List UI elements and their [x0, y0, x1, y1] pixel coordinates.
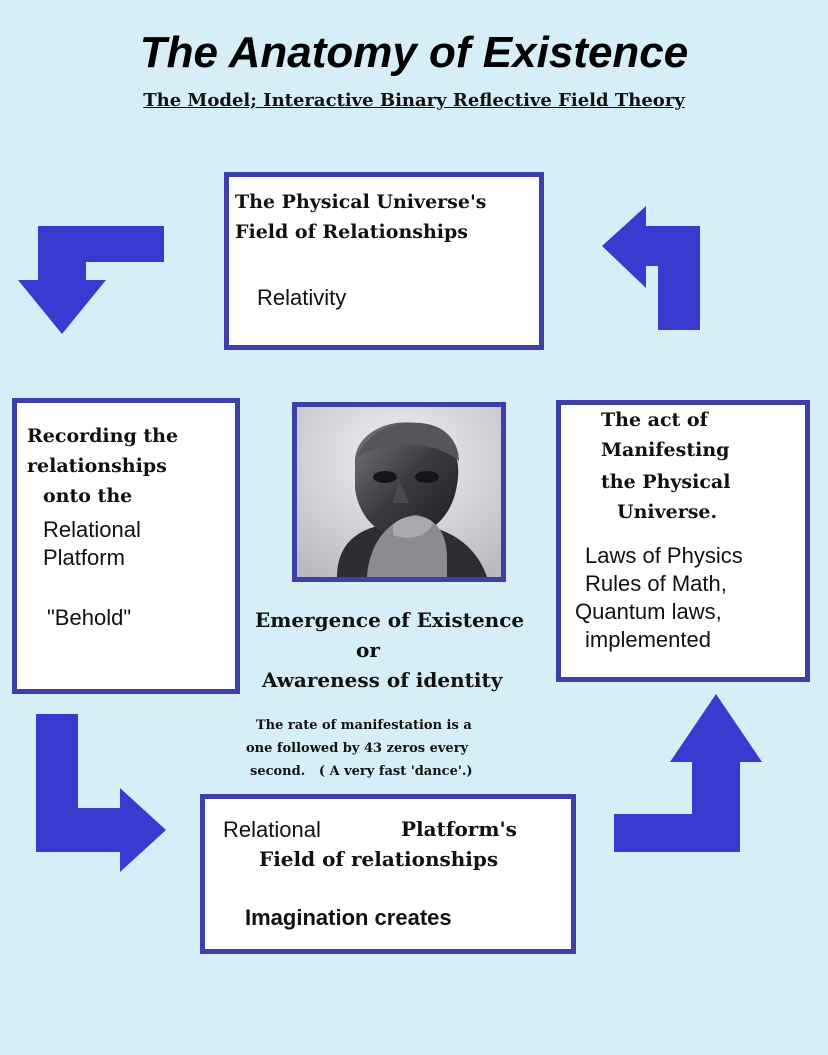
center-note-line1: The rate of manifestation is a — [256, 718, 472, 733]
center-note-line2: one followed by 43 zeros every — [246, 741, 469, 756]
top-box-heading-line2: Field of Relationships — [235, 221, 468, 243]
right-box-heading-line1: The act of — [601, 409, 708, 431]
left-box-quote: "Behold" — [47, 605, 132, 630]
left-box-line1: Recording the — [27, 425, 179, 447]
left-box-line3: onto the — [43, 485, 133, 507]
right-box-heading-line2: Manifesting — [601, 439, 730, 461]
arrow-bottom-right — [614, 694, 762, 852]
right-box-heading-line4: Universe. — [617, 501, 718, 523]
right-box-body-line1: Laws of Physics — [585, 543, 743, 568]
right-box-heading-line3: the Physical — [601, 471, 731, 493]
diagram-title: The Anatomy of Existence — [139, 28, 689, 77]
right-box-body-line2: Rules of Math, — [585, 571, 727, 596]
relational-platform-box: Relational Platform's Field of relations… — [200, 794, 576, 954]
left-box-line4: Relational — [43, 517, 141, 542]
recording-box: Recording the relationships onto the Rel… — [12, 398, 240, 694]
bottom-box-line1a: Relational — [223, 817, 321, 842]
top-box-body: Relativity — [257, 285, 347, 310]
center-line3: Awareness of identity — [262, 668, 503, 692]
center-note-line3: second. ( A very fast 'dance'.) — [250, 764, 473, 779]
bottom-box-line2: Field of relationships — [259, 847, 499, 871]
center-line1: Emergence of Existence — [255, 608, 525, 632]
arrow-bottom-left — [36, 714, 166, 872]
top-box-heading-line1: The Physical Universe's — [235, 191, 487, 213]
left-box-line5: Platform — [43, 545, 125, 570]
bottom-box-line1b: Platform's — [401, 817, 517, 841]
thinker-photo — [292, 402, 506, 582]
diagram-subtitle: The Model; Interactive Binary Reflective… — [143, 90, 685, 111]
right-box-body-line3: Quantum laws, — [575, 599, 722, 624]
physical-universe-box: The Physical Universe's Field of Relatio… — [224, 172, 544, 350]
arrow-top-right — [602, 206, 700, 330]
bottom-box-line3: Imagination creates — [245, 905, 452, 930]
arrow-top-left — [18, 226, 164, 334]
manifesting-box: The act of Manifesting the Physical Univ… — [556, 400, 810, 682]
thinker-statue-icon — [297, 407, 501, 577]
center-line2: or — [356, 638, 380, 662]
left-box-line2: relationships — [27, 455, 167, 477]
right-box-body-line4: implemented — [585, 627, 711, 652]
